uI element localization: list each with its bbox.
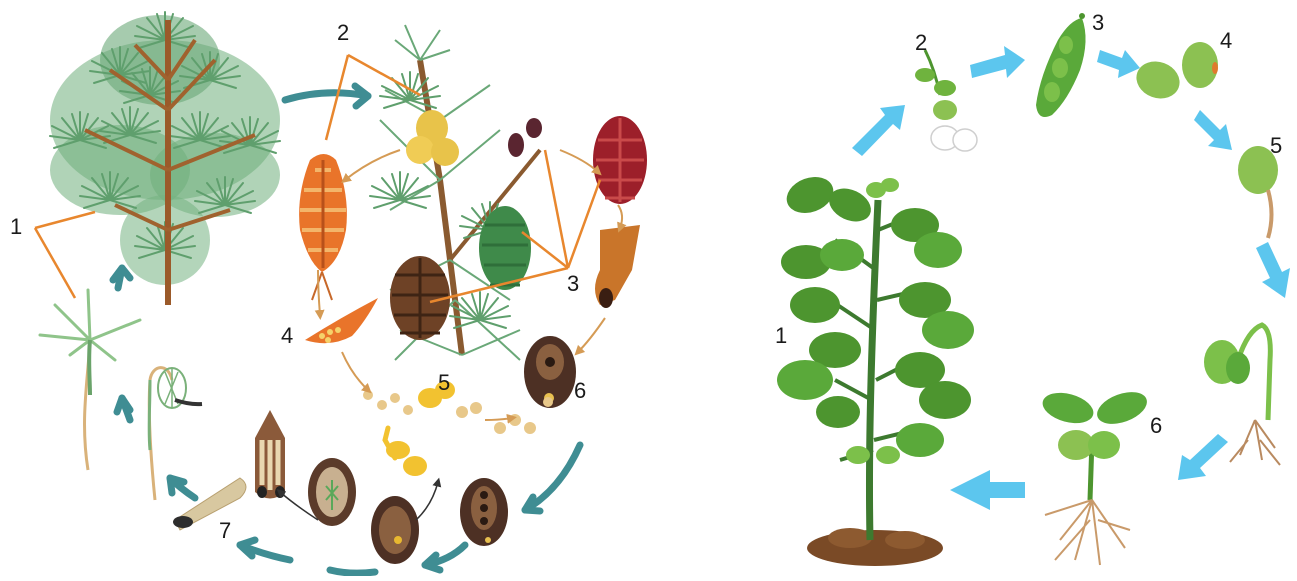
pine-branch-with-cones-illustration [370,25,542,360]
pine-ovule-6-illustration [524,336,576,408]
pine-microsporophyll-illustration [305,298,378,343]
pine-life-cycle [35,12,647,573]
pine-label-6: 6 [574,380,586,402]
pine-tree-illustration [50,12,280,305]
bean-young-plant-illustration [1039,386,1151,565]
pine-label-5: 5 [438,372,450,394]
pine-ovule-embryo-illustration [308,458,356,526]
pine-pollen-grains-illustration [363,381,553,434]
bean-life-cycle [777,13,1290,566]
bean-seeds-illustration [1131,42,1218,104]
pine-ovule-archegonia-illustration [460,478,508,546]
pine-female-cone-illustration [593,116,647,204]
bean-label-1: 1 [775,325,787,347]
pine-label-3: 3 [567,273,579,295]
pine-germinating-pollen-illustration [385,428,427,476]
bean-label-5: 5 [1270,135,1282,157]
bean-label-2: 2 [915,32,927,54]
pine-label-1: 1 [10,216,22,238]
pine-male-cone-illustration [299,154,347,300]
pine-winged-seed-illustration [255,410,285,499]
bean-plant-illustration [777,171,974,566]
pine-label-7: 7 [219,520,231,542]
pine-label-2: 2 [337,22,349,44]
bean-germinating-seed-illustration [1238,146,1278,238]
pine-megasporophyll-illustration [595,225,640,308]
bean-flower-illustration [915,50,977,151]
pine-fertilized-ovule-illustration [371,496,419,564]
bean-label-4: 4 [1220,30,1232,52]
bean-label-3: 3 [1092,12,1104,34]
bean-pod-illustration [1036,13,1086,117]
bean-label-6: 6 [1150,415,1162,437]
pine-label-4: 4 [281,325,293,347]
pine-seedling-illustration [40,290,140,470]
